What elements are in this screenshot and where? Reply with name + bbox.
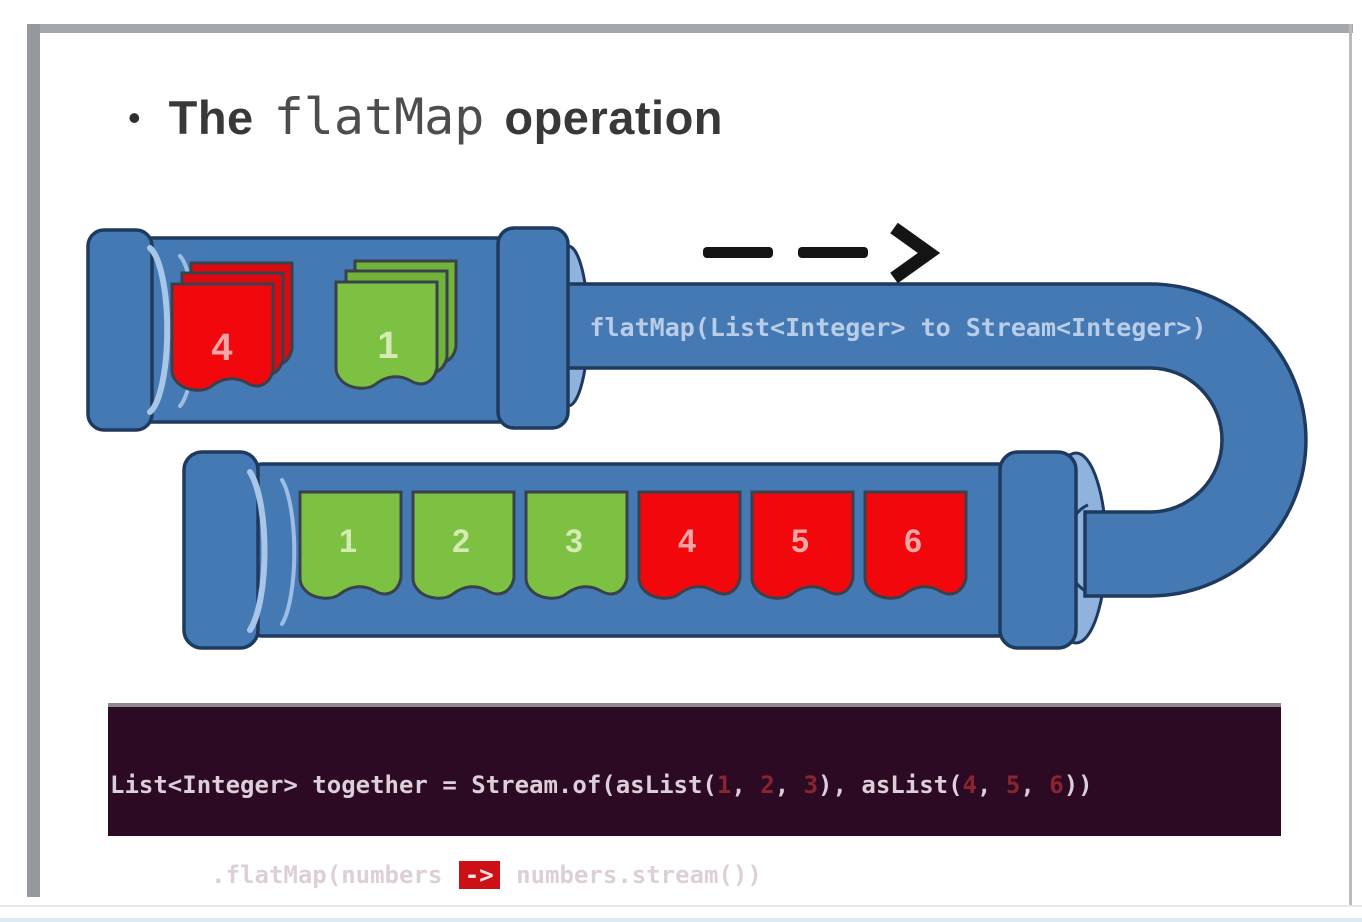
card-number: 4 xyxy=(678,523,696,559)
output-card-2: 2 xyxy=(411,490,516,600)
code-segment: , xyxy=(977,771,1006,799)
card-number: 1 xyxy=(377,325,398,367)
card-number: 5 xyxy=(791,523,809,559)
code-segment: List<Integer> together = Stream.of(asLis… xyxy=(110,771,717,799)
output-card-1: 1 xyxy=(298,490,403,600)
output-card xyxy=(863,490,968,600)
title-text-code: flatMap xyxy=(273,88,485,146)
code-segment: 4 xyxy=(962,771,977,799)
title-text-pre: The xyxy=(168,91,254,144)
arrow-head xyxy=(890,222,941,284)
code-block: List<Integer> together = Stream.of(asLis… xyxy=(108,703,1281,889)
code-segment: ), asList( xyxy=(818,771,963,799)
input-card-stack-green: 1 xyxy=(334,259,458,390)
input-card-stack-red: 4 xyxy=(170,261,294,392)
input-stream-cylinder xyxy=(86,226,570,432)
input-card-front-red xyxy=(170,282,275,392)
pipe-label: flatMap(List<Integer> to Stream<Integer>… xyxy=(589,313,1206,342)
code-line-2: .flatMap(numbers -> numbers.stream()) xyxy=(110,860,1279,890)
output-card-4: 4 xyxy=(637,490,742,600)
code-segment: 1 xyxy=(716,771,732,799)
output-card-3: 3 xyxy=(524,490,629,600)
code-line-1: List<Integer> together = Stream.of(asLis… xyxy=(110,770,1279,800)
arrow-dash xyxy=(703,247,773,258)
input-cylinder-right-cap xyxy=(496,226,570,430)
output-cylinder-right-cap xyxy=(998,450,1078,650)
output-card xyxy=(411,490,516,600)
arrow-dash xyxy=(798,247,868,258)
code-segment: 5 xyxy=(1005,771,1021,799)
card-number: 1 xyxy=(339,523,357,559)
slide-frame-left xyxy=(27,24,40,897)
card-number: 2 xyxy=(452,523,470,559)
slide-frame-top xyxy=(27,24,1353,33)
card-number: 3 xyxy=(565,523,583,559)
slide-frame-bottom-accent xyxy=(0,918,1362,922)
dashed-arrow-icon xyxy=(703,222,941,284)
output-card xyxy=(637,490,742,600)
code-segment: , xyxy=(1020,771,1050,799)
code-segment: numbers.stream()) xyxy=(501,861,762,889)
output-card xyxy=(298,490,403,600)
slide-frame-right xyxy=(1349,24,1352,906)
title-text-post: operation xyxy=(504,91,724,144)
output-card-6: 6 xyxy=(863,490,968,600)
input-card-front-green xyxy=(334,280,439,390)
slide-frame-bottom xyxy=(0,905,1362,907)
card-number: 4 xyxy=(211,327,232,369)
code-segment: .flatMap(numbers xyxy=(110,861,457,889)
output-card xyxy=(750,490,855,600)
output-cylinder-left-cap xyxy=(182,450,260,650)
card-number: 6 xyxy=(904,523,922,559)
code-segment: , xyxy=(731,771,761,799)
code-segment: 3 xyxy=(803,771,819,799)
code-segment: , xyxy=(774,771,804,799)
code-segment: 2 xyxy=(760,771,775,799)
output-card-5: 5 xyxy=(750,490,855,600)
code-segment: -> xyxy=(458,861,500,889)
output-card xyxy=(524,490,629,600)
slide-title: • The flatMap operation xyxy=(128,88,723,146)
code-segment: )) xyxy=(1063,771,1093,799)
flatmap-pipe xyxy=(558,282,1308,598)
bullet-icon: • xyxy=(128,97,141,138)
cap-highlight xyxy=(247,469,268,633)
cap-highlight xyxy=(147,245,171,415)
inner-highlight xyxy=(280,478,297,626)
input-cylinder-left-cap xyxy=(86,228,154,432)
code-segment: 6 xyxy=(1049,771,1064,799)
